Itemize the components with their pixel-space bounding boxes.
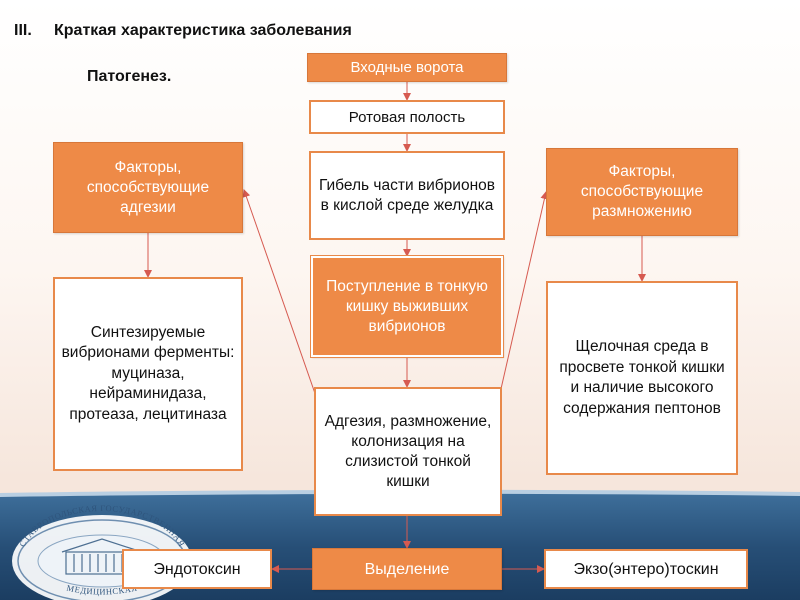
arrow-adhesion-to-left-factors <box>242 189 319 403</box>
release-box: Выделение <box>312 548 502 590</box>
reproduction-factors-box: Факторы, способствующие размножению <box>546 148 738 236</box>
endotoxin-box: Эндотоксин <box>122 549 272 589</box>
page-subtitle: Патогенез. <box>87 68 172 85</box>
title-text: Краткая характеристика заболевания <box>54 22 352 39</box>
intestine-entry-box: Поступление в тонкую кишку выживших вибр… <box>310 255 504 358</box>
stomach-death-box: Гибель части вибрионов в кислой среде же… <box>309 151 505 240</box>
logo-bottom-text: МЕДИЦИНСКАЯ <box>66 583 138 597</box>
adhesion-colonization-box: Адгезия, размножение, колонизация на сли… <box>314 387 502 516</box>
oral-cavity-box: Ротовая полость <box>309 100 505 134</box>
adhesion-factors-box: Факторы, способствующие адгезии <box>53 142 243 233</box>
arrow-adhesion-to-right-factors <box>497 191 549 403</box>
section-number: III. <box>14 22 32 39</box>
alkaline-env-box: Щелочная среда в просвете тонкой кишки и… <box>546 281 738 475</box>
svg-text:МЕДИЦИНСКАЯ: МЕДИЦИНСКАЯ <box>66 583 139 597</box>
page-title: III. Краткая характеристика заболевания <box>14 22 352 40</box>
entry-gate-box: Входные ворота <box>307 53 507 82</box>
enzymes-box: Синтезируемые вибрионами ферменты: муцин… <box>53 277 243 471</box>
exotoxin-box: Экзо(энтеро)тоскин <box>544 549 748 589</box>
